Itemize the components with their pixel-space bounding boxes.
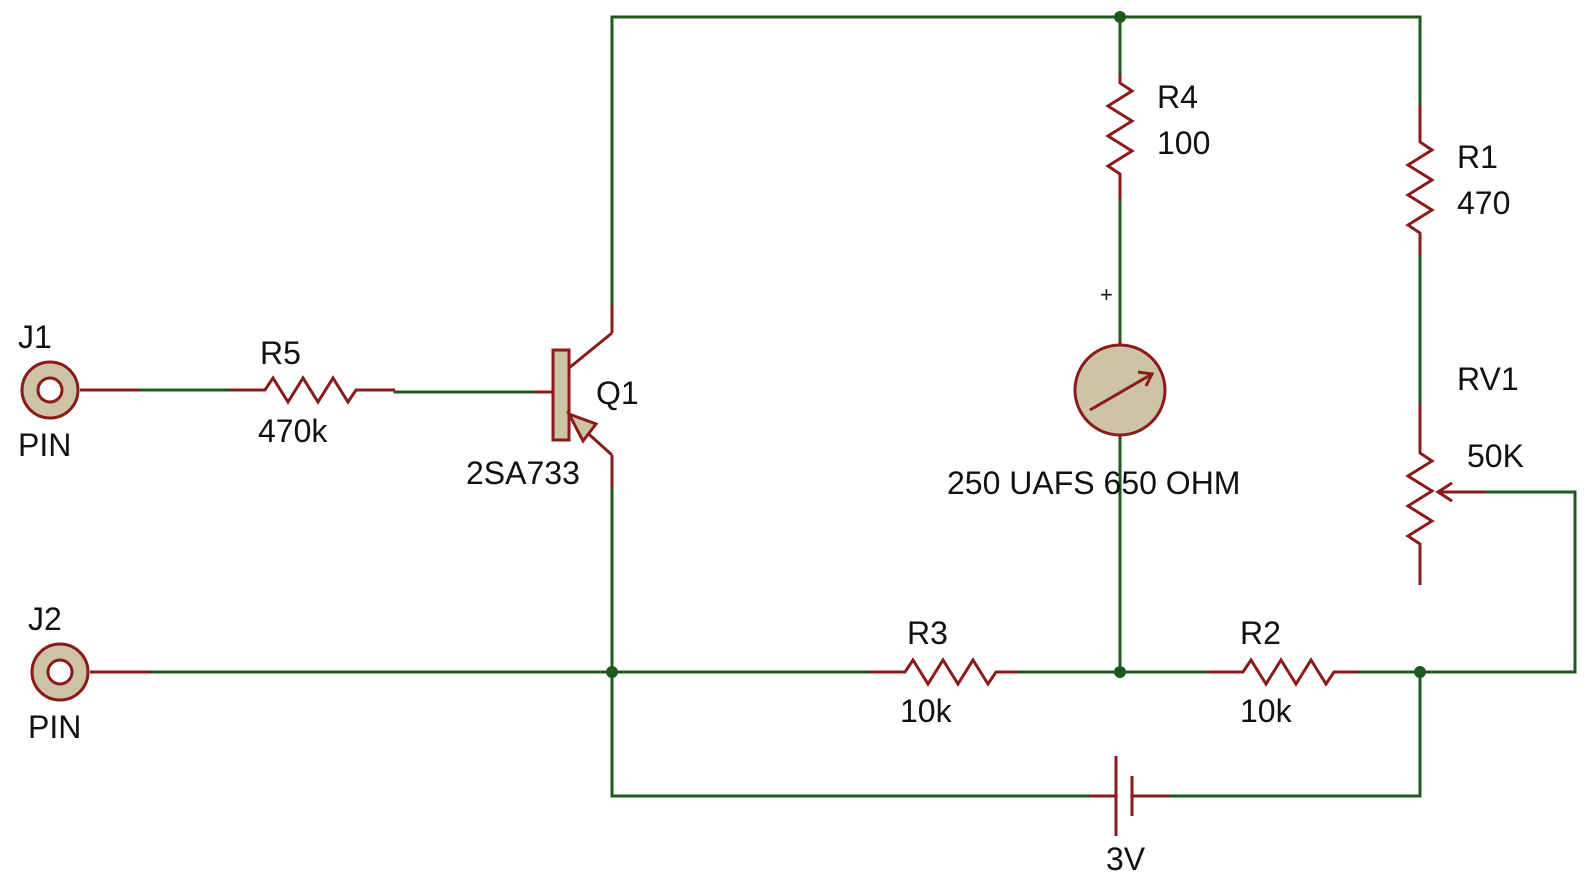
r4-ref-label: R4 — [1157, 79, 1198, 115]
meter-needle — [1089, 372, 1153, 412]
r2-ref-label: R2 — [1240, 615, 1281, 651]
battery-value-label: 3V — [1106, 841, 1146, 877]
meter-value-label: 250 UAFS 650 OHM — [947, 465, 1240, 501]
junctions — [606, 11, 1426, 678]
wire-battery-left — [610, 670, 1092, 798]
q1-transistor: Q1 2SA733 — [466, 305, 639, 491]
r1-value-label: 470 — [1457, 185, 1510, 221]
r1-resistor: R1 470 — [1405, 105, 1510, 255]
rv1-wiper-arrow — [1435, 481, 1453, 503]
r2-zigzag — [1208, 657, 1358, 687]
wires — [138, 15, 1577, 798]
q1-collector-lead — [568, 331, 613, 370]
ammeter: + 250 UAFS 650 OHM — [947, 282, 1240, 501]
j1-type-label: PIN — [18, 427, 71, 463]
wire-top-rail — [610, 15, 1422, 330]
j2-type-label: PIN — [28, 709, 81, 745]
r2-value-label: 10k — [1240, 693, 1293, 729]
q1-emitter-arrow — [565, 411, 599, 444]
j2-ref-label: J2 — [28, 601, 62, 637]
junction-dot — [1114, 666, 1126, 678]
rv1-value-label: 50K — [1467, 438, 1524, 474]
r4-value-label: 100 — [1157, 125, 1210, 161]
r1-ref-label: R1 — [1457, 139, 1498, 175]
r1-zigzag — [1405, 105, 1435, 255]
r5-value-label: 470k — [258, 413, 328, 449]
j1-pin: J1 PIN — [18, 319, 140, 463]
rv1-potentiometer: RV1 50K — [1405, 361, 1524, 585]
r3-zigzag — [870, 657, 1018, 687]
rv1-ref-label: RV1 — [1457, 361, 1519, 397]
r5-ref-label: R5 — [260, 335, 301, 371]
r2-resistor: R2 10k — [1208, 615, 1358, 729]
j1-ref-label: J1 — [18, 319, 52, 355]
junction-dot — [606, 666, 618, 678]
q1-ref-label: Q1 — [596, 375, 639, 411]
wire-r2-wiper — [1356, 490, 1577, 674]
junction-dot — [1114, 11, 1126, 23]
wire-battery-right — [1168, 670, 1422, 798]
r5-zigzag — [230, 375, 395, 405]
rv1-zigzag — [1405, 405, 1435, 585]
r3-value-label: 10k — [900, 693, 953, 729]
r4-resistor: R4 100 — [1105, 75, 1210, 200]
q1-base-bar — [551, 348, 571, 442]
j2-pin: J2 PIN — [28, 601, 150, 745]
junction-dot — [1414, 666, 1426, 678]
r3-resistor: R3 10k — [870, 615, 1018, 729]
meter-body — [1073, 343, 1167, 437]
q1-value-label: 2SA733 — [466, 455, 580, 491]
j1-pin-inner — [36, 376, 64, 404]
battery: 3V — [1090, 756, 1170, 877]
meter-polarity-label: + — [1100, 282, 1113, 307]
r4-zigzag — [1105, 75, 1135, 200]
j2-pin-inner — [46, 658, 74, 686]
r3-ref-label: R3 — [907, 615, 948, 651]
r5-resistor: R5 470k — [230, 335, 395, 449]
meter-needle-head — [1137, 370, 1155, 387]
